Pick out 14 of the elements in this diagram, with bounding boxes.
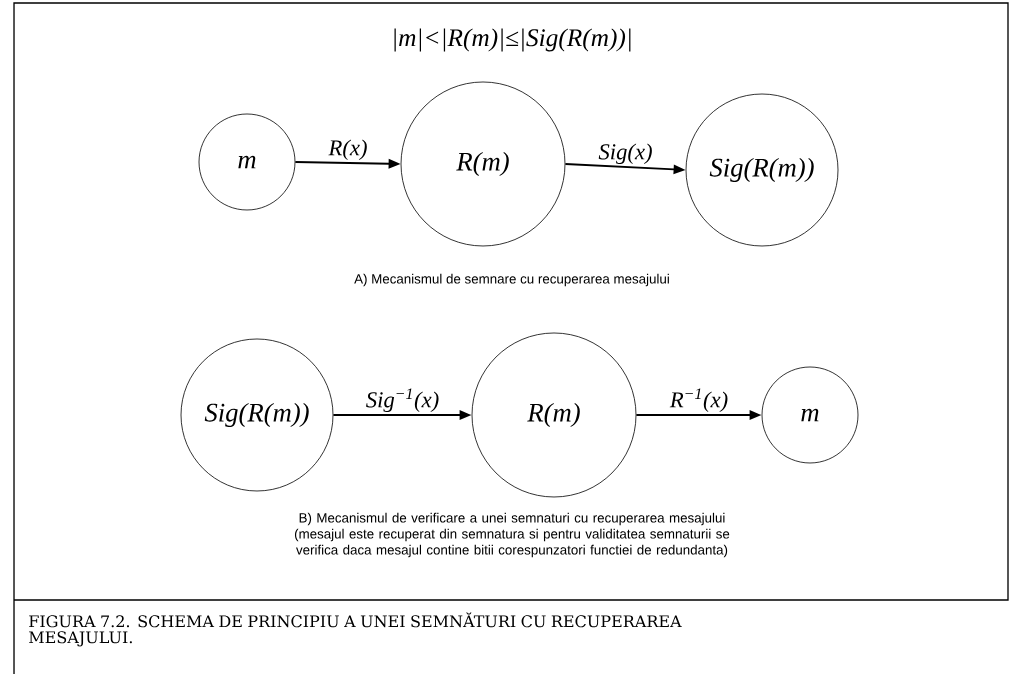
- label-text: B) Mecanismul de verificare a unei semnaturi cu recuperarea mesajului (mesajul este recuperat din semnatura si pentru validitatea semnaturii se verifica daca mesajul contine bitii corespunzatori functiei de redundanta): [294, 512, 730, 558]
- circle-node: m: [761, 366, 859, 464]
- edge-label: R(x): [328, 139, 367, 161]
- circle-node: Sig(R(m)): [180, 338, 334, 492]
- circle-node: R(m): [400, 81, 566, 247]
- edge-label: Sig$^{−1}$(x): [366, 388, 439, 413]
- circle-node: R(m): [471, 332, 637, 498]
- circle-node: m: [198, 113, 296, 211]
- figure-caption: FIGURA 7.2. SCHEMA DE PRINCIPIU A UNEI SEMNĂTURI CU RECUPERAREA MESAJULUI.: [29, 612, 682, 647]
- label-text: A) Mecanismul de semnare cu recuperarea mesajului: [354, 273, 669, 287]
- label-text: |m|<|R(m)|≤|Sig(R(m))|: [394, 28, 631, 52]
- circle-node: Sig(R(m)): [685, 93, 839, 247]
- edge-label: R$^{−1}$(x): [669, 388, 728, 413]
- edge-label: Sig(x): [598, 143, 652, 165]
